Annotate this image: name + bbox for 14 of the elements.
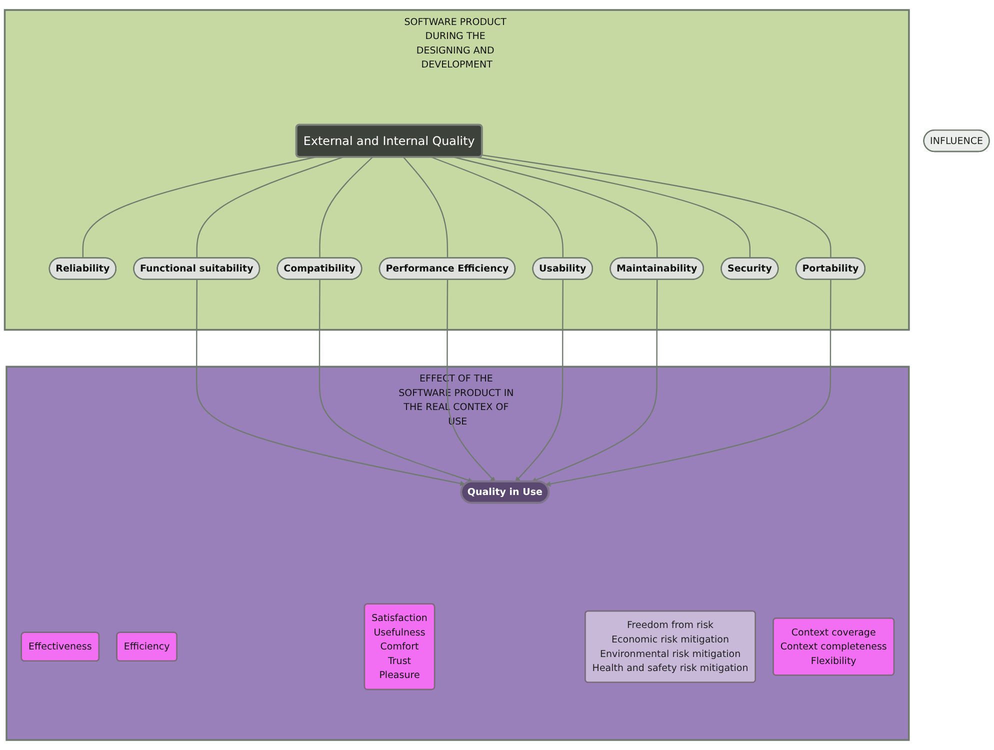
connector	[319, 156, 374, 258]
arrow	[318, 280, 474, 483]
connector	[402, 156, 448, 258]
connector	[482, 154, 832, 258]
connector	[454, 156, 658, 258]
connector	[476, 156, 751, 258]
arrow	[515, 280, 564, 482]
arrow	[446, 280, 496, 482]
connector	[82, 156, 316, 258]
arrow	[532, 280, 658, 482]
arrow	[196, 280, 466, 486]
connector	[196, 156, 344, 258]
arrow	[546, 280, 832, 486]
connector	[431, 156, 564, 258]
